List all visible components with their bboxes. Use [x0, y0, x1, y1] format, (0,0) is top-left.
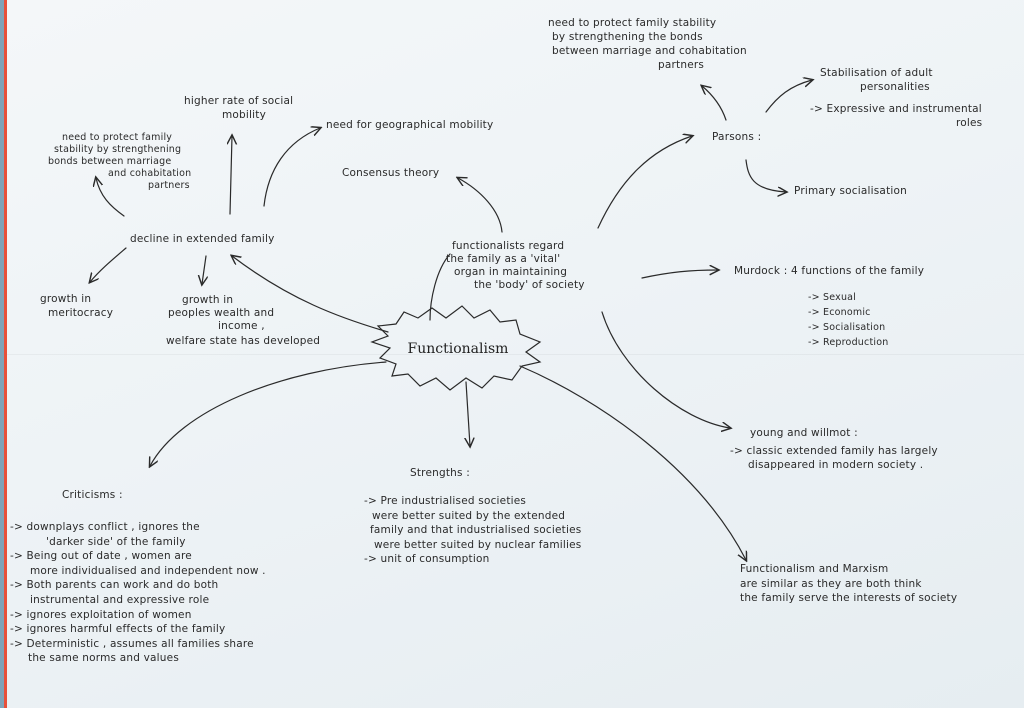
arrow-to-marxism — [519, 365, 746, 560]
text-line: higher rate of social — [184, 95, 294, 107]
arrow-to-decline — [232, 256, 389, 333]
consensus-theory-note: Consensus theory — [342, 167, 440, 179]
arrow-parsons-stabilisation — [765, 80, 812, 113]
list-item: -> Economic — [808, 307, 871, 318]
center-cloud — [370, 305, 542, 391]
vital-organ-note: functionalists regard the family as a 'v… — [446, 240, 585, 292]
text-line: growth in — [40, 293, 92, 305]
text-line: income , — [218, 320, 265, 332]
text-line: the 'body' of society — [474, 279, 585, 291]
wealth-note: growth in peoples wealth and income , — [168, 294, 274, 333]
murdock-list: -> Sexual -> Economic -> Socialisation -… — [808, 290, 888, 350]
list-item: -> Deterministic , assumes all families … — [10, 637, 254, 650]
text-line: partners — [658, 59, 705, 71]
strengths-heading: Strengths : — [410, 467, 470, 479]
decline-extended-family: decline in extended family — [130, 233, 275, 245]
text-line: -> classic extended family has largely — [730, 445, 938, 457]
center-title: Functionalism — [407, 341, 509, 357]
list-item: instrumental and expressive role — [30, 593, 210, 606]
list-item: -> Pre industrialised societies — [364, 495, 527, 507]
parsons-stabilisation: Stabilisation of adult personalities — [820, 66, 933, 94]
parsons-primary: Primary socialisation — [794, 185, 907, 197]
left-note: need to protect family stability by stre… — [48, 132, 191, 192]
arrow-decline-left — [96, 178, 125, 217]
text-line: mobility — [222, 109, 266, 121]
meritocracy-note: growth in meritocracy — [40, 292, 113, 320]
strengths-list: -> Pre industrialised societies were bet… — [364, 494, 581, 567]
topright-note: need to protect family stability by stre… — [548, 16, 747, 72]
arrow-to-consensus — [458, 178, 503, 233]
list-item: -> Socialisation — [808, 322, 886, 333]
list-item: 'darker side' of the family — [46, 535, 186, 548]
text-line: partners — [148, 180, 190, 191]
text-line: peoples wealth and — [168, 307, 275, 319]
list-item: -> unit of consumption — [364, 553, 490, 566]
arrow-to-strengths — [466, 381, 470, 446]
paper-fold — [7, 354, 1024, 355]
list-item: family and that industrialised societies — [370, 524, 582, 537]
arrow-decline-higher — [230, 136, 232, 215]
list-item: -> Sexual — [808, 292, 857, 303]
list-item: were better suited by the extended — [372, 509, 566, 522]
text-line: need to protect family stability — [548, 17, 717, 29]
text-line: need to protect family — [62, 132, 173, 143]
list-item: -> Being out of date , women are — [10, 550, 192, 563]
parsons-label: Parsons : — [712, 131, 762, 143]
list-item: -> downplays conflict , ignores the — [10, 521, 200, 533]
criticisms-heading: Criticisms : — [62, 489, 123, 501]
young-willmott-note: -> classic extended family has largely d… — [730, 444, 938, 472]
text-line: roles — [956, 117, 983, 129]
list-item: -> ignores harmful effects of the family — [10, 623, 226, 636]
murdock-heading: Murdock : 4 functions of the family — [734, 265, 925, 277]
arrow-to-vital — [429, 253, 451, 321]
welfare-state-note: welfare state has developed — [166, 335, 321, 347]
text-line: growth in — [182, 294, 234, 306]
text-line: Functionalism and Marxism — [740, 563, 889, 575]
text-line: organ in maintaining — [454, 266, 568, 278]
parsons-roles: -> Expressive and instrumental roles — [810, 102, 982, 130]
text-line: Stabilisation of adult — [820, 67, 933, 79]
text-line: between marriage and cohabitation — [552, 45, 747, 57]
list-item: -> Both parents can work and do both — [10, 579, 219, 592]
text-line: by strengthening the bonds — [552, 31, 703, 43]
arrow-decline-meritocracy — [90, 247, 127, 282]
arrow-to-criticisms — [150, 361, 387, 466]
list-item: were better suited by nuclear families — [374, 538, 582, 551]
arrow-parsons-topright — [702, 86, 727, 121]
criticisms-list: -> downplays conflict , ignores the 'dar… — [10, 520, 266, 666]
text-line: -> Expressive and instrumental — [810, 103, 982, 115]
text-line: stability by strengthening — [54, 144, 182, 155]
list-item: -> Reproduction — [808, 337, 889, 348]
text-line: functionalists regard — [452, 240, 565, 252]
text-line: are similar as they are both think — [740, 577, 922, 590]
arrow-parsons-primary — [745, 159, 786, 192]
text-line: disappeared in modern society . — [748, 459, 924, 471]
text-line: and cohabitation — [108, 168, 192, 179]
text-line: the family serve the interests of societ… — [740, 592, 958, 605]
paper-sheet — [4, 0, 1024, 708]
arrow-to-young — [601, 311, 730, 428]
text-line: meritocracy — [48, 307, 114, 319]
list-item: the same norms and values — [28, 652, 179, 665]
text-line: the family as a 'vital' — [446, 253, 561, 265]
list-item: -> ignores exploitation of women — [10, 608, 192, 621]
arrow-decline-wealth — [202, 255, 206, 284]
higher-rate-note: higher rate of social mobility — [184, 94, 293, 122]
list-item: more individualised and independent now … — [30, 564, 266, 577]
young-willmott-heading: young and willmot : — [750, 427, 858, 439]
text-line: bonds between marriage — [48, 156, 172, 167]
arrow-to-murdock — [641, 270, 718, 279]
text-line: personalities — [860, 81, 930, 93]
arrow-to-parsons — [597, 136, 692, 229]
geographical-mobility-note: need for geographical mobility — [326, 119, 494, 131]
arrow-decline-geo — [263, 128, 320, 207]
marxism-note: Functionalism and Marxism are similar as… — [740, 562, 957, 606]
